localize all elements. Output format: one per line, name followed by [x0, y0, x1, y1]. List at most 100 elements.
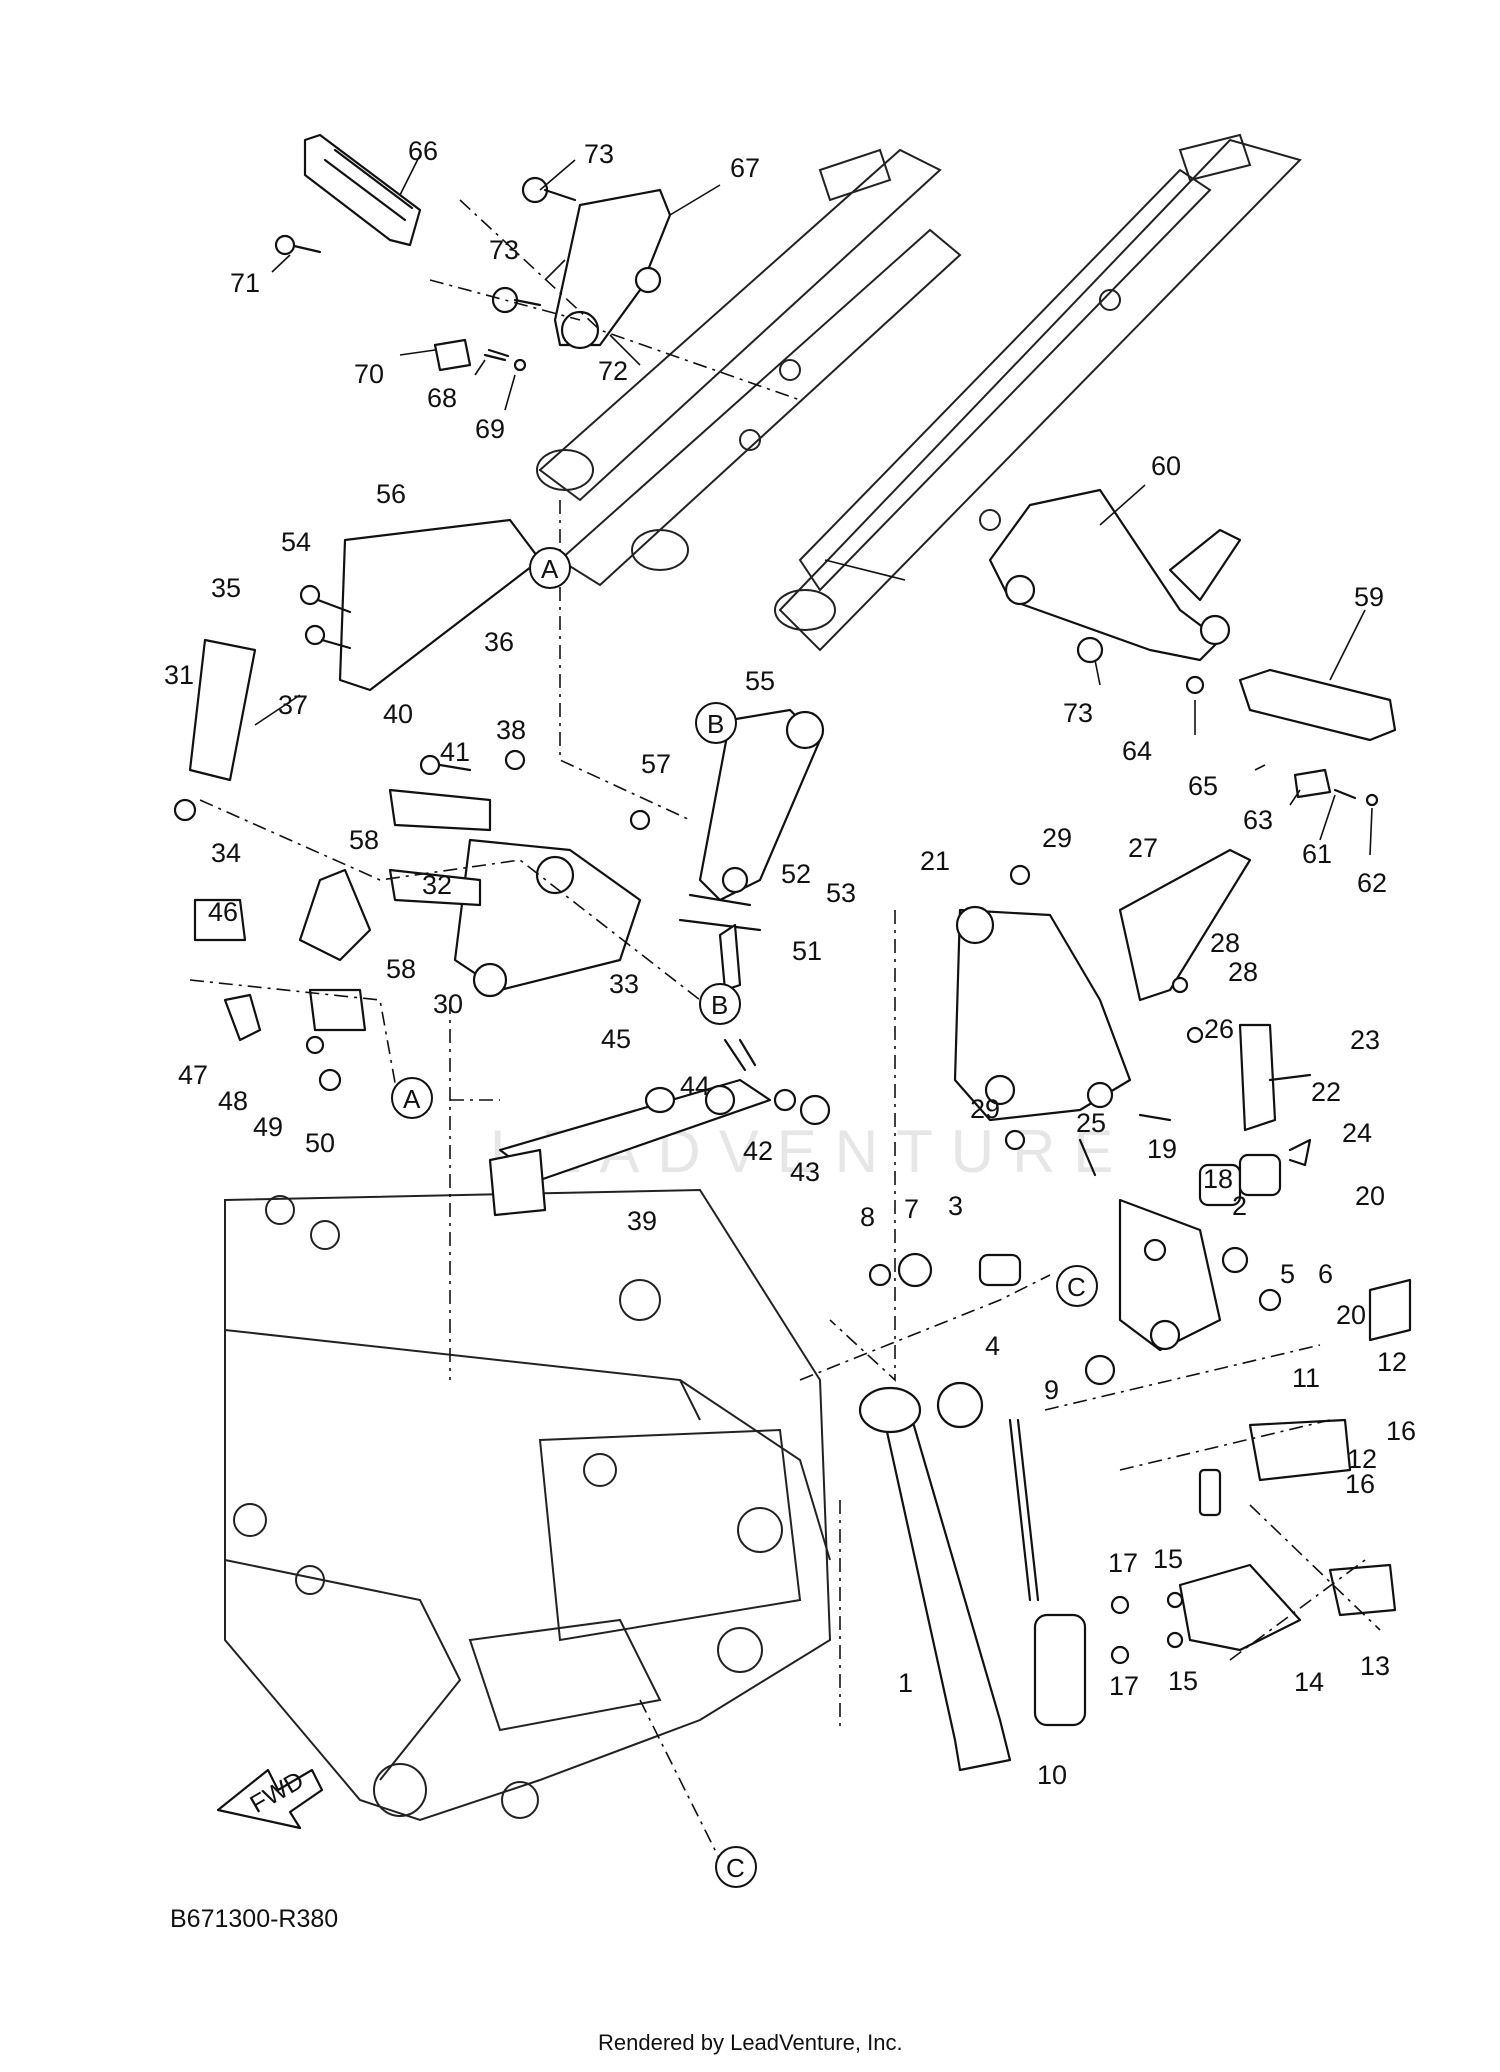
callout-12-top: 12 [1377, 1347, 1407, 1377]
callout-16-top: 16 [1386, 1416, 1416, 1446]
callout-29-bottom: 29 [970, 1094, 1000, 1124]
callout-41: 41 [440, 737, 470, 767]
callout-55: 55 [745, 666, 775, 696]
rear-right-footrest [988, 488, 1397, 807]
callout-28-top: 28 [1210, 928, 1240, 958]
callout-73-top: 73 [584, 139, 614, 169]
ref-marker-c-top [1056, 1265, 1098, 1307]
sidestand-assembly [858, 1153, 1412, 1772]
callout-4: 4 [985, 1331, 1000, 1361]
callout-60: 60 [1151, 451, 1181, 481]
callout-27: 27 [1128, 833, 1158, 863]
main-frame [224, 1188, 832, 1822]
callout-11: 11 [1292, 1363, 1320, 1393]
ref-marker-b-top [695, 702, 737, 744]
callout-2: 2 [1232, 1191, 1247, 1221]
callout-44: 44 [680, 1071, 710, 1101]
callout-31: 31 [164, 660, 194, 690]
callout-15-bottom: 15 [1168, 1666, 1198, 1696]
ref-marker-b-bottom [699, 983, 741, 1025]
callout-33: 33 [609, 969, 639, 999]
callout-50: 50 [305, 1128, 335, 1158]
callout-58-bottom: 58 [386, 954, 416, 984]
callout-45: 45 [601, 1024, 631, 1054]
callout-69: 69 [475, 414, 505, 444]
callout-54: 54 [281, 527, 311, 557]
ref-marker-a-top [529, 547, 571, 589]
callout-34: 34 [211, 838, 241, 868]
callout-5: 5 [1280, 1259, 1295, 1289]
callout-46: 46 [208, 897, 238, 927]
callout-21: 21 [920, 846, 950, 876]
callout-14: 14 [1294, 1667, 1324, 1697]
rider-left-footrest-assembly [173, 518, 831, 1217]
callout-20-top: 20 [1355, 1181, 1385, 1211]
callout-32: 32 [422, 870, 452, 900]
rendered-by-footer: Rendered by LeadVenture, Inc. [598, 2030, 903, 2055]
callout-63: 63 [1243, 805, 1273, 835]
callout-47: 47 [178, 1060, 208, 1090]
callout-38: 38 [496, 715, 526, 745]
callout-56: 56 [376, 479, 406, 509]
assembly-lines [189, 199, 1381, 1881]
leader-lines [254, 154, 1373, 856]
callout-17-top: 17 [1108, 1548, 1138, 1578]
rear-subframe [536, 133, 1302, 652]
callout-19: 19 [1147, 1134, 1177, 1164]
rear-left-footrest [274, 133, 672, 372]
callout-51: 51 [792, 936, 822, 966]
callout-labels: 1 2 3 4 5 6 7 8 9 10 11 12 12 13 14 15 1… [164, 136, 1416, 1790]
fwd-arrow-icon: FWD [216, 1766, 324, 1830]
reference-markers: A A B B C C [391, 547, 1098, 1888]
ref-marker-a-bottom [391, 1077, 433, 1119]
callout-26: 26 [1204, 1014, 1234, 1044]
callout-7: 7 [904, 1194, 919, 1224]
callout-53: 53 [826, 878, 856, 908]
callout-29-top: 29 [1042, 823, 1072, 853]
callout-8: 8 [860, 1202, 875, 1232]
ref-marker-a-bottom-label: A [403, 1084, 421, 1114]
callout-16-bottom: 16 [1345, 1469, 1375, 1499]
callout-62: 62 [1357, 868, 1387, 898]
callout-3: 3 [948, 1191, 963, 1221]
ref-marker-a-top-label: A [541, 554, 559, 584]
callout-73-right: 73 [1063, 698, 1093, 728]
callout-49: 49 [253, 1112, 283, 1142]
ref-marker-c-bottom [715, 1846, 757, 1888]
rider-right-footrest-assembly [953, 848, 1312, 1177]
callout-18: 18 [1203, 1164, 1233, 1194]
callout-39: 39 [627, 1206, 657, 1236]
callout-35: 35 [211, 573, 241, 603]
callout-9: 9 [1044, 1375, 1059, 1405]
callout-6: 6 [1318, 1259, 1333, 1289]
callout-71: 71 [230, 268, 260, 298]
callout-12-bottom: 12 [1347, 1444, 1377, 1474]
callout-24: 24 [1342, 1118, 1372, 1148]
diagram-code: B671300-R380 [170, 1905, 338, 1933]
callout-48: 48 [218, 1086, 248, 1116]
ref-marker-c-top-label: C [1067, 1272, 1086, 1302]
ref-marker-b-bottom-label: B [711, 990, 728, 1020]
callout-65: 65 [1188, 771, 1218, 801]
callout-28-bottom: 28 [1228, 957, 1258, 987]
callout-40: 40 [383, 699, 413, 729]
callout-30: 30 [433, 989, 463, 1019]
callout-37: 37 [278, 690, 308, 720]
callout-52: 52 [781, 859, 811, 889]
callout-64: 64 [1122, 736, 1152, 766]
callout-1: 1 [898, 1668, 913, 1698]
callout-58-top: 58 [349, 825, 379, 855]
callout-68: 68 [427, 383, 457, 413]
callout-61: 61 [1302, 839, 1332, 869]
callout-23: 23 [1350, 1025, 1380, 1055]
callout-72: 72 [598, 356, 628, 386]
callout-13: 13 [1360, 1651, 1390, 1681]
callout-43: 43 [790, 1157, 820, 1187]
callout-17-bottom: 17 [1109, 1671, 1139, 1701]
callout-73-middle: 73 [489, 235, 519, 265]
callout-57: 57 [641, 749, 671, 779]
callout-22: 22 [1311, 1077, 1341, 1107]
callout-20-bottom: 20 [1336, 1300, 1366, 1330]
callout-42: 42 [743, 1136, 773, 1166]
